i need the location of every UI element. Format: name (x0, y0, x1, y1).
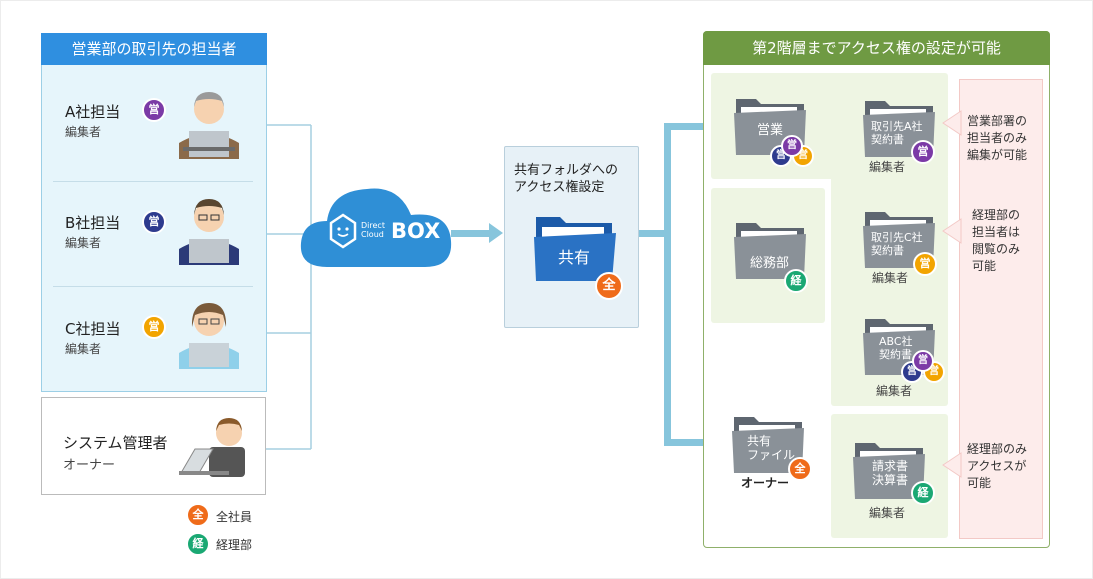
general-affairs-folder-label: 総務部 (750, 256, 790, 271)
all-staff-badge: 全 (788, 457, 812, 481)
note-2-line-1: 経理部の (972, 208, 1021, 222)
divider (53, 286, 253, 287)
contract-c-label-2: 契約書 (871, 244, 904, 257)
note-1-line-2: 担当者のみ (967, 131, 1028, 145)
person-b-name: B社担当 (65, 214, 121, 232)
shared-file-label-1: 共有 (747, 434, 772, 448)
all-staff-badge: 全 (595, 272, 623, 300)
admin-name: システム管理者 (63, 434, 168, 452)
note-3-line-2: アクセスが (967, 459, 1027, 473)
cloud-logo-main: BOX (391, 219, 441, 243)
sales-badge: 営 (142, 98, 166, 122)
person-avatar-icon (179, 92, 239, 159)
contract-c-label-1: 取引先C社 (871, 231, 923, 244)
contract-a-role: 編集者 (869, 160, 906, 174)
shared-box-title-2: アクセス権設定 (514, 180, 605, 195)
admin-box (41, 397, 266, 495)
admin-avatar-icon (179, 418, 245, 477)
legend-all-staff: 全社員 (216, 510, 253, 524)
all-staff-badge: 全 (186, 503, 210, 527)
cloud-logo-small-1: Direct (361, 221, 385, 230)
invoice-label-2: 決算書 (872, 473, 909, 487)
sales-badge: 営 (913, 252, 937, 276)
legend-accounting: 経理部 (216, 538, 253, 552)
notes-column (959, 79, 1043, 539)
shared-folder-icon (534, 217, 616, 281)
accounting-badge: 経 (911, 481, 935, 505)
contract-abc-label-1: ABC社 (879, 335, 913, 348)
note-1-line-3: 編集が可能 (967, 148, 1028, 162)
admin-role: オーナー (63, 458, 116, 473)
sales-badge: 営 (781, 135, 803, 157)
client-staff-title: 営業部の取引先の担当者 (41, 33, 267, 65)
person-avatar-icon (179, 199, 239, 265)
access-panel-title: 第2階層までアクセス権の設定が可能 (703, 31, 1050, 65)
person-a-name: A社担当 (65, 103, 121, 121)
invoice-label-1: 請求書 (872, 459, 909, 473)
shared-file-label-2: ファイル (747, 448, 796, 462)
cloud-icon (300, 188, 452, 267)
contract-a-label-2: 契約書 (871, 133, 904, 146)
note-2-line-2: 担当者は (972, 225, 1021, 239)
note-3-line-1: 経理部のみ (967, 442, 1028, 456)
accounting-badge: 経 (186, 532, 210, 556)
note-arrows (942, 110, 962, 478)
shared-file-role: オーナー (741, 476, 790, 490)
accounting-badge: 経 (784, 269, 808, 293)
note-3-line-3: 可能 (967, 476, 992, 490)
person-a-role: 編集者 (65, 125, 102, 139)
person-c-name: C社担当 (65, 320, 121, 338)
note-2-line-3: 閲覧のみ (972, 242, 1021, 256)
sales-badge: 営 (912, 350, 934, 372)
sales-folder-label: 営業 (757, 123, 784, 138)
invoice-role: 編集者 (869, 506, 906, 520)
person-c-role: 編集者 (65, 342, 102, 356)
contract-abc-label-2: 契約書 (879, 348, 912, 361)
note-2-line-4: 可能 (972, 259, 997, 273)
sales-badge: 営 (911, 140, 935, 164)
shared-folder-label: 共有 (558, 248, 591, 267)
contract-c-role: 編集者 (872, 271, 909, 285)
contract-a-label-1: 取引先A社 (871, 120, 923, 133)
divider (53, 181, 253, 182)
person-avatar-icon (179, 303, 239, 369)
note-1-line-1: 営業部署の (967, 114, 1028, 128)
cloud-logo-small-2: Cloud (361, 230, 384, 239)
person-b-role: 編集者 (65, 236, 102, 250)
sales-badge: 営 (142, 315, 166, 339)
shared-box-title-1: 共有フォルダへの (514, 163, 619, 178)
sales-badge: 営 (142, 210, 166, 234)
contract-abc-role: 編集者 (876, 384, 913, 398)
